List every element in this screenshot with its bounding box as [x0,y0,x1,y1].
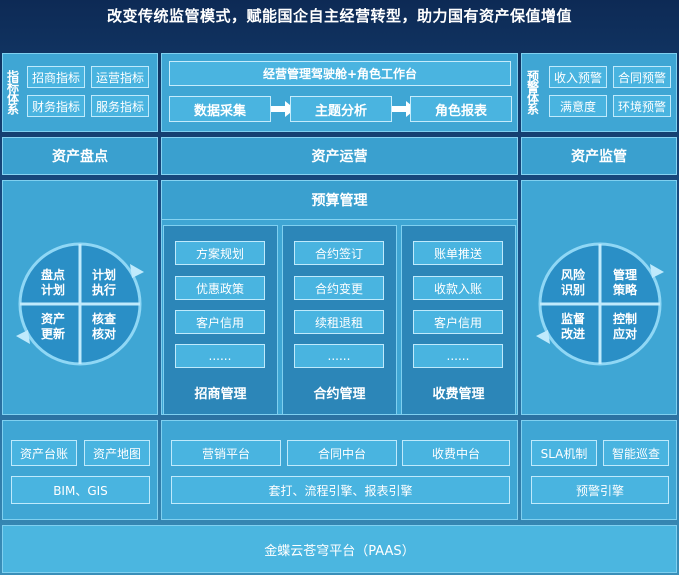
investment-item-more[interactable]: ...... [175,344,265,368]
billing-item-push[interactable]: 账单推送 [413,241,503,265]
engines-bar[interactable]: 套打、流程引擎、报表引擎 [171,476,510,504]
flow-data-collection[interactable]: 数据采集 [169,96,271,122]
investment-item-policy[interactable]: 优惠政策 [175,276,265,300]
indicator-service[interactable]: 服务指标 [91,95,149,117]
alert-panel [521,53,677,132]
supervision-cycle-diagram [536,242,664,366]
cycle-control-respond: 控制 应对 [612,312,637,341]
flow-role-report[interactable]: 角色报表 [410,96,512,122]
investment-item-plan[interactable]: 方案规划 [175,241,265,265]
contract-item-sign[interactable]: 合约签订 [294,241,384,265]
marketing-platform[interactable]: 营销平台 [171,440,281,466]
contract-item-renew[interactable]: 续租退租 [294,310,384,334]
contract-item-change[interactable]: 合约变更 [294,276,384,300]
indicator-finance[interactable]: 财务指标 [27,95,85,117]
asset-map[interactable]: 资产地图 [84,440,150,466]
section-budget-management[interactable]: 预算管理 [161,180,518,220]
alert-system-label: 预警体系 [525,70,540,114]
platform-bar [2,525,677,573]
billing-item-receipt[interactable]: 收款入账 [413,276,503,300]
billing-item-more[interactable]: ...... [413,344,503,368]
cycle-risk-identify: 风险 识别 [560,268,585,297]
contract-title: 合约管理 [313,386,366,402]
alert-income[interactable]: 收入预警 [549,66,607,88]
billing-center[interactable]: 收费中台 [402,440,510,466]
indicator-system-label: 指标体系 [5,70,20,114]
bottom-left-panel [2,420,158,520]
asset-ledger[interactable]: 资产台账 [11,440,77,466]
investment-title: 招商管理 [194,386,247,402]
cycle-management-strategy: 管理 策略 [612,268,637,297]
platform-label: 金蝶云苍穹平台（PAAS） [264,543,415,559]
flow-topic-analysis[interactable]: 主题分析 [290,96,392,122]
bottom-mid-panel [161,420,518,520]
bim-gis[interactable]: BIM、GIS [11,476,150,504]
section-asset-inventory[interactable]: 资产盘点 [2,137,158,175]
section-asset-operation[interactable]: 资产运营 [161,137,518,175]
indicator-panel [2,53,158,132]
alert-contract[interactable]: 合同预警 [613,66,671,88]
alert-satisfaction[interactable]: 满意度 [549,95,607,117]
cycle-supervise-improve: 监督 改进 [560,312,585,341]
cycle-check-verify: 核查 核对 [91,312,116,341]
inventory-cycle-diagram [16,242,144,366]
section-asset-supervision[interactable]: 资产监管 [521,137,677,175]
billing-title: 收费管理 [432,386,485,402]
cockpit-title[interactable]: 经营管理驾驶舱+角色工作台 [169,61,511,86]
bottom-right-panel [521,420,677,520]
billing-item-credit[interactable]: 客户信用 [413,310,503,334]
indicator-investment[interactable]: 招商指标 [27,66,85,88]
contract-center[interactable]: 合同中台 [287,440,397,466]
contract-item-more[interactable]: ...... [294,344,384,368]
smart-inspection[interactable]: 智能巡查 [603,440,669,466]
alert-environment[interactable]: 环境预警 [613,95,671,117]
indicator-operation[interactable]: 运营指标 [91,66,149,88]
page-title: 改变传统监管模式，赋能国企自主经营转型，助力国有资产保值增值 [106,7,572,25]
investment-item-credit[interactable]: 客户信用 [175,310,265,334]
alert-engine[interactable]: 预警引擎 [531,476,669,504]
sla-mechanism[interactable]: SLA机制 [531,440,597,466]
cycle-plan-execute: 计划 执行 [91,268,116,297]
cycle-asset-update: 资产 更新 [40,312,65,341]
cycle-inventory-plan: 盘点 计划 [40,268,65,297]
